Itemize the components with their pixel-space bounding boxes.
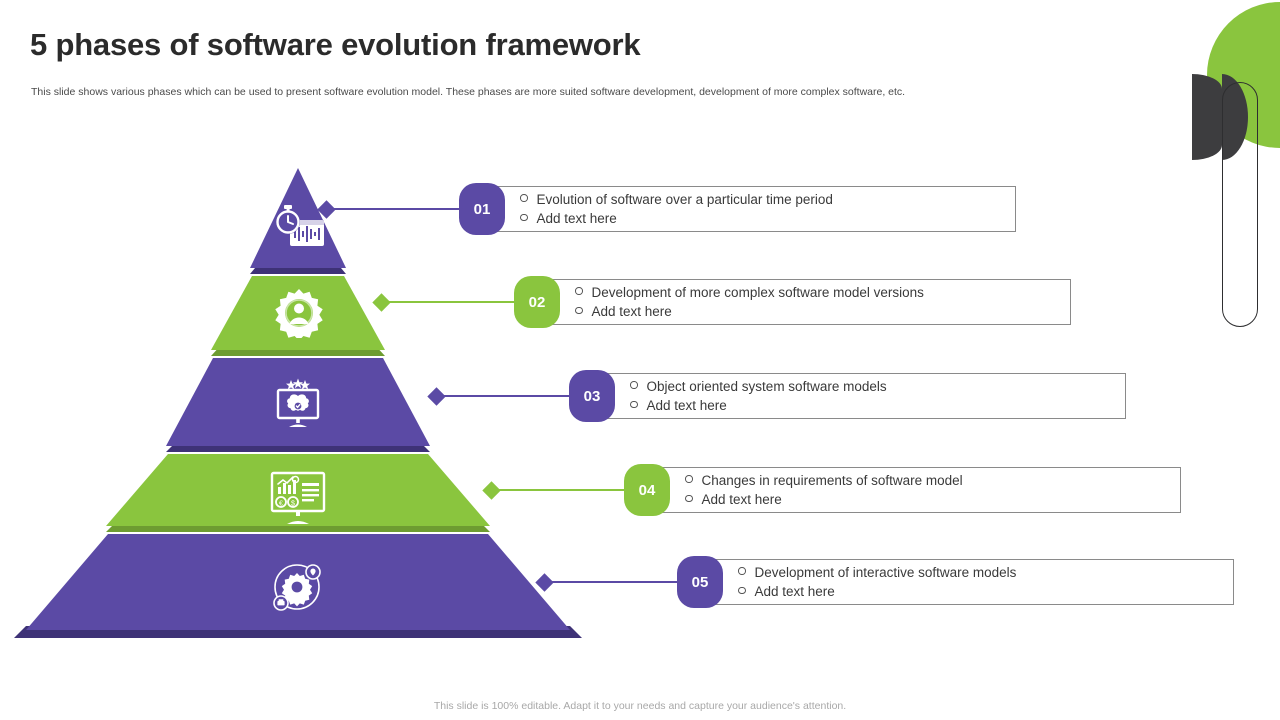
phase-bullet-text: Development of more complex software mod… <box>591 284 924 300</box>
phase-bullet: Add text here <box>738 582 1233 601</box>
phase-bullet: Evolution of software over a particular … <box>520 190 1015 209</box>
phase-badge-02[interactable]: 02 <box>514 276 560 328</box>
bullet-circle-icon <box>738 586 746 594</box>
phase-badge-04[interactable]: 04 <box>624 464 670 516</box>
phase-row-05: 05 Development of interactive software m… <box>535 556 1234 608</box>
connector-line-01 <box>333 208 459 210</box>
connector-line-04 <box>498 489 624 491</box>
pyramid-diagram: € $ <box>0 160 600 650</box>
phase-badge-01[interactable]: 01 <box>459 183 505 235</box>
phase-row-04: 04 Changes in requirements of software m… <box>482 464 1181 516</box>
bullet-circle-icon <box>685 475 693 483</box>
connector-diamond-04 <box>482 480 501 500</box>
phase-bullet: Add text here <box>575 302 1070 321</box>
bullet-circle-icon <box>738 567 746 575</box>
phase-bullet: Object oriented system software models <box>630 377 1125 396</box>
pyramid-tier-5-face <box>26 534 570 630</box>
phase-badge-05[interactable]: 05 <box>677 556 723 608</box>
phase-bullet-text: Add text here <box>591 304 672 319</box>
phase-bullet: Development of more complex software mod… <box>575 283 1070 302</box>
phase-box-02[interactable]: Development of more complex software mod… <box>548 279 1071 325</box>
connector-diamond-03 <box>427 386 446 406</box>
connector-diamond-02 <box>372 292 391 312</box>
phase-bullet-text: Add text here <box>701 492 782 507</box>
bullet-circle-icon <box>520 194 528 202</box>
phase-row-03: 03 Object oriented system software model… <box>427 370 1126 422</box>
bullet-circle-icon <box>575 287 583 295</box>
bullet-circle-icon <box>685 494 693 502</box>
phase-bullet: Add text here <box>630 396 1125 415</box>
bullet-circle-icon <box>630 381 638 389</box>
phase-number-02: 02 <box>528 293 546 311</box>
phase-number-03: 03 <box>583 387 601 405</box>
phase-row-02: 02 Development of more complex software … <box>372 276 1071 328</box>
phase-number-01: 01 <box>473 200 491 218</box>
phase-row-01: 01 Evolution of software over a particul… <box>317 183 1016 235</box>
connector-line-03 <box>443 395 569 397</box>
decorative-dark-half-circle <box>1192 74 1248 160</box>
pyramid-tier-2-face <box>211 276 385 350</box>
phase-bullet: Changes in requirements of software mode… <box>685 471 1180 490</box>
phase-box-04[interactable]: Changes in requirements of software mode… <box>658 467 1181 513</box>
pyramid-tier-3-face <box>166 358 430 446</box>
phase-bullet: Add text here <box>520 209 1015 228</box>
bullet-circle-icon <box>520 213 528 221</box>
decorative-outline-pill <box>1222 82 1258 327</box>
phase-number-05: 05 <box>691 573 709 591</box>
phase-bullet-text: Object oriented system software models <box>646 378 887 394</box>
connector-diamond-01 <box>317 199 336 219</box>
phase-bullet-text: Changes in requirements of software mode… <box>701 472 963 488</box>
page-title: 5 phases of software evolution framework <box>30 27 641 62</box>
phase-bullet-text: Add text here <box>754 584 835 599</box>
pyramid-tier-4-face <box>106 454 490 526</box>
page-subtitle: This slide shows various phases which ca… <box>31 86 906 98</box>
phase-box-03[interactable]: Object oriented system software models A… <box>603 373 1126 419</box>
phase-box-01[interactable]: Evolution of software over a particular … <box>493 186 1016 232</box>
connector-diamond-05 <box>535 572 554 592</box>
connector-line-02 <box>388 301 514 303</box>
connector-line-05 <box>551 581 677 583</box>
phase-bullet-text: Add text here <box>646 398 727 413</box>
phase-bullet: Add text here <box>685 490 1180 509</box>
bullet-circle-icon <box>575 306 583 314</box>
phase-box-05[interactable]: Development of interactive software mode… <box>711 559 1234 605</box>
phase-bullet-text: Add text here <box>536 211 617 226</box>
phase-number-04: 04 <box>638 481 656 499</box>
phase-bullet: Development of interactive software mode… <box>738 563 1233 582</box>
footer-note: This slide is 100% editable. Adapt it to… <box>433 700 847 712</box>
phase-bullet-text: Development of interactive software mode… <box>754 564 1017 580</box>
phase-badge-03[interactable]: 03 <box>569 370 615 422</box>
bullet-circle-icon <box>630 400 638 408</box>
phase-bullet-text: Evolution of software over a particular … <box>536 191 833 207</box>
